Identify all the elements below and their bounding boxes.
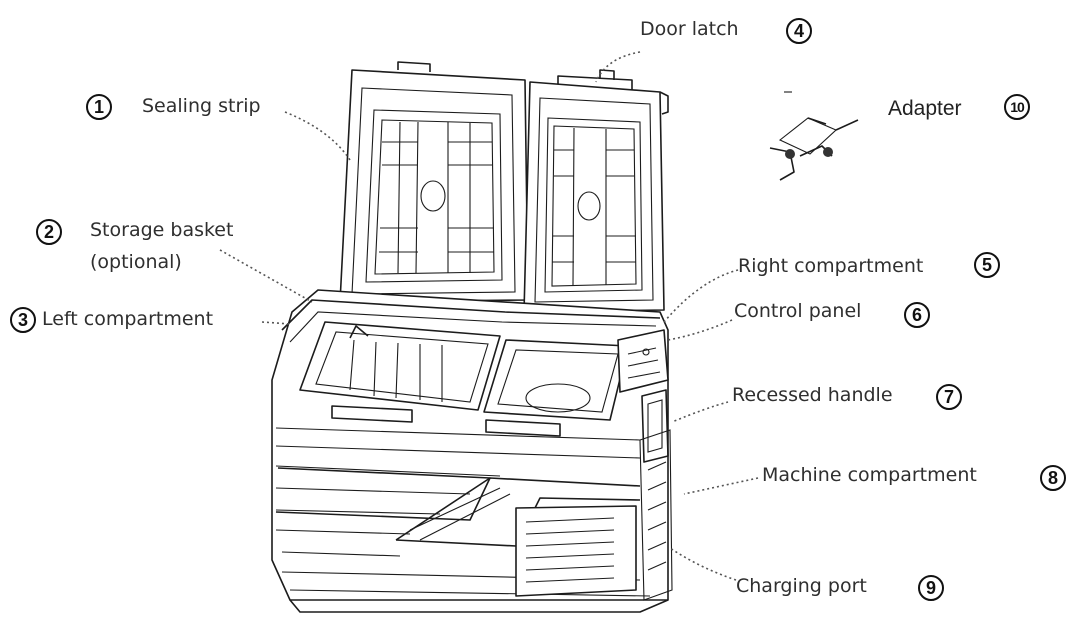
cooler-body: [271, 289, 673, 613]
label-right-compartment: Right compartment: [738, 255, 924, 277]
callout-number-5: 5: [974, 252, 1000, 278]
label-door-latch: Door latch: [640, 18, 739, 40]
callout-number-4: 4: [786, 18, 812, 44]
label-sealing-strip: Sealing strip: [142, 95, 261, 117]
label-storage-basket-optional: (optional): [90, 251, 182, 273]
callout-number-7: 7: [936, 384, 962, 410]
right-lid: [523, 69, 669, 313]
label-adapter: Adapter: [888, 97, 962, 120]
label-left-compartment: Left compartment: [42, 308, 214, 330]
callout-number-6: 6: [904, 302, 930, 328]
left-lid: [339, 61, 529, 303]
callout-number-10: 10: [1004, 94, 1030, 120]
label-machine-compartment: Machine compartment: [762, 464, 977, 486]
leader-lines: [219, 51, 759, 581]
callout-number-3: 3: [10, 307, 36, 333]
label-control-panel: Control panel: [734, 300, 862, 322]
label-recessed-handle: Recessed handle: [732, 384, 893, 406]
adapter-drawing: [769, 91, 859, 181]
callout-number-1: 1: [86, 94, 112, 120]
label-storage-basket: Storage basket: [90, 219, 234, 241]
callout-number-8: 8: [1040, 465, 1066, 491]
callout-number-9: 9: [918, 575, 944, 601]
label-charging-port: Charging port: [736, 575, 867, 597]
callout-number-2: 2: [36, 219, 62, 245]
